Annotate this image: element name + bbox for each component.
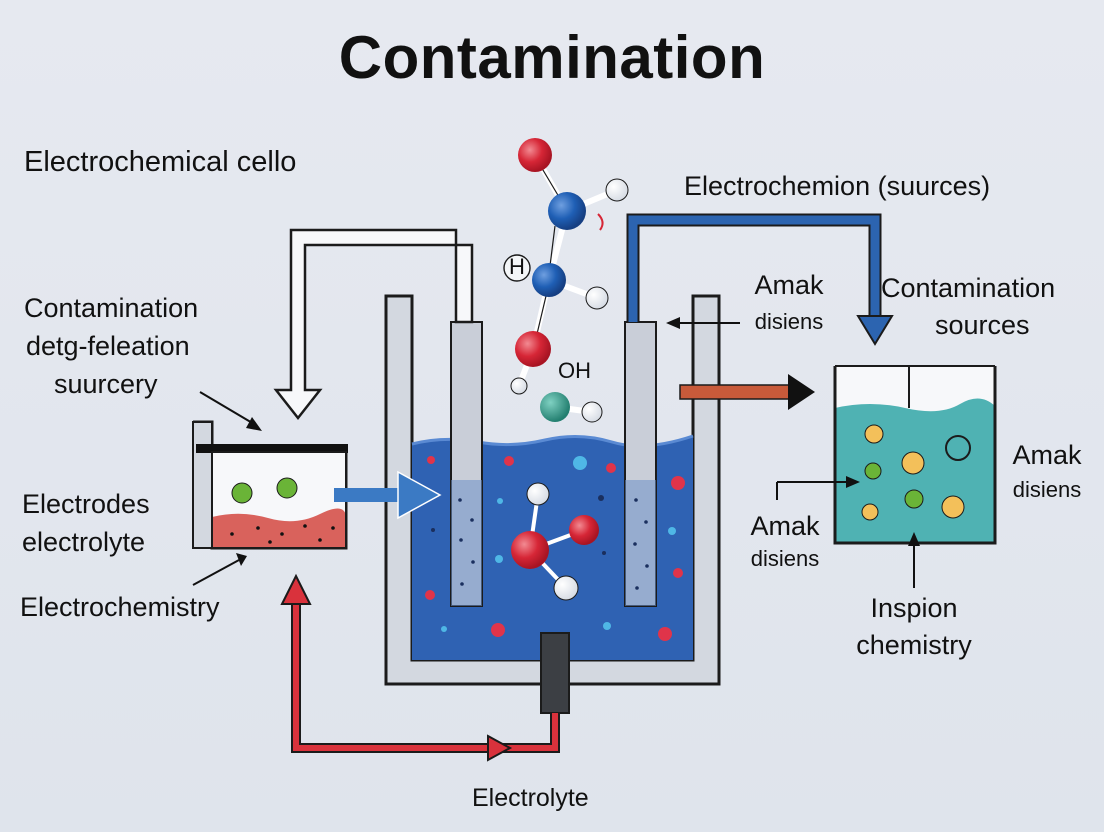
label-disiens-low-2: disiens bbox=[750, 546, 820, 571]
electrochemical-cell bbox=[384, 294, 721, 714]
label-amak-low-1: Amak bbox=[750, 511, 820, 541]
label-amak-right-1: Amak bbox=[1012, 440, 1082, 470]
label-electrodes: Electrodes bbox=[22, 489, 150, 519]
label-amak-mid-1: Amak bbox=[754, 270, 824, 300]
label-contamination-right-2: sources bbox=[935, 310, 1030, 340]
blue-flow-arrow bbox=[334, 470, 442, 520]
pointer-lines bbox=[192, 317, 920, 588]
right-tank bbox=[833, 365, 997, 545]
label-electrochemical-cell: Electrochemical cello bbox=[24, 146, 297, 178]
label-chemistry: chemistry bbox=[856, 630, 972, 660]
label-atom-h: H bbox=[509, 254, 525, 279]
blue-pipe-arrow bbox=[626, 213, 894, 346]
cell-wall bbox=[384, 294, 721, 686]
label-electrochemistry: Electrochemistry bbox=[20, 592, 220, 622]
red-loop-arrow bbox=[280, 573, 560, 762]
label-electrolyte-bottom: Electrolyte bbox=[472, 784, 589, 812]
floating-molecule bbox=[503, 138, 629, 423]
diagram-title: Contamination bbox=[338, 24, 766, 91]
small-tank-liquid bbox=[212, 508, 346, 548]
label-electrochemion-sources: Electrochemion (suurces) bbox=[684, 171, 991, 201]
label-contamination-left-2: detg-feleation bbox=[26, 331, 190, 361]
label-contamination-right-1: Contamination bbox=[881, 273, 1056, 303]
small-tank-lid bbox=[196, 444, 348, 453]
label-inspion: Inspion bbox=[870, 593, 958, 623]
hydrogen-atom-marker bbox=[503, 254, 531, 282]
label-contamination-left-1: Contamination bbox=[24, 293, 199, 323]
cell-sensor bbox=[540, 632, 570, 714]
orange-flow-arrow bbox=[679, 374, 815, 410]
label-contamination-left-3: suurcery bbox=[54, 369, 158, 399]
label-electrolyte-left: electrolyte bbox=[22, 527, 146, 557]
label-disiens-right-2: disiens bbox=[1012, 477, 1082, 502]
label-disiens-mid-2: disiens bbox=[754, 309, 824, 334]
label-atom-oh: OH bbox=[558, 358, 591, 383]
electrode-dots bbox=[458, 498, 649, 590]
white-pipe-arrow bbox=[273, 228, 474, 421]
small-tank bbox=[192, 420, 348, 550]
